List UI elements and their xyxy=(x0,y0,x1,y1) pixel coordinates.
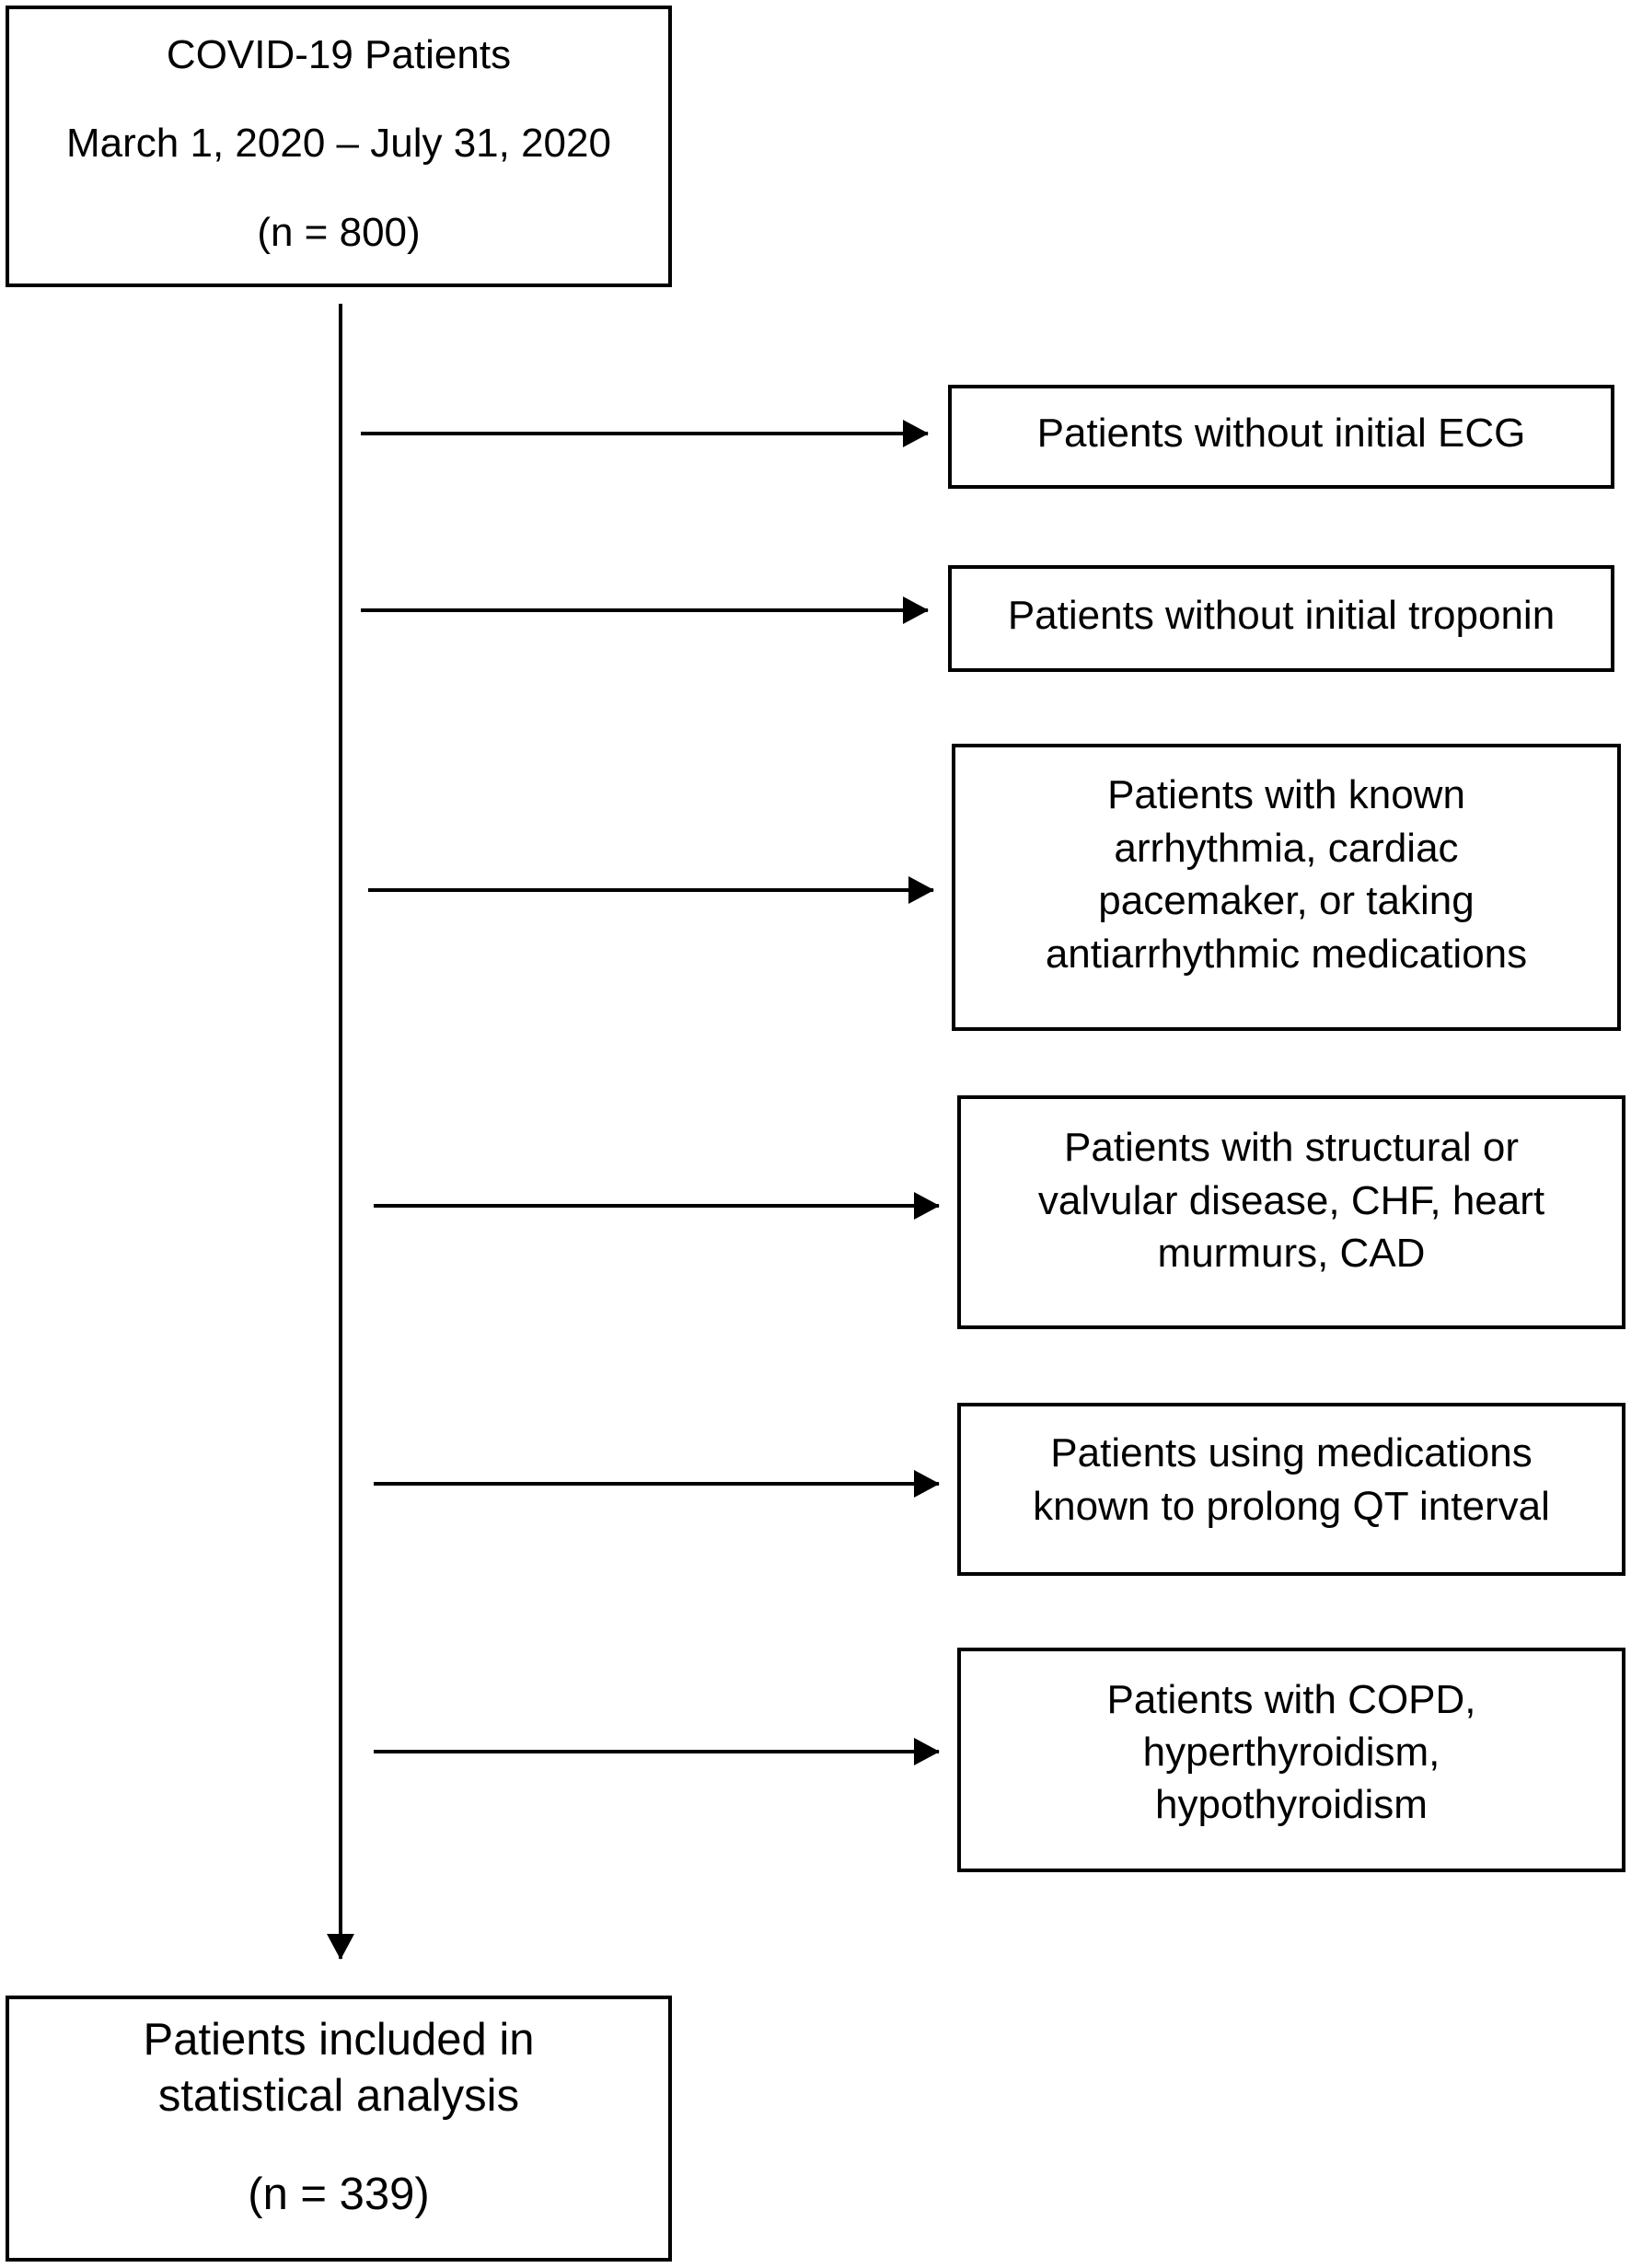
exclusion-text-line-2: arrhythmia, cardiac xyxy=(1114,826,1459,871)
start-period: March 1, 2020 – July 31, 2020 xyxy=(66,121,611,166)
exclusion-text-line-1: Patients with structural or xyxy=(1064,1125,1519,1170)
exclusion-box-no-ecg: Patients without initial ECG xyxy=(948,385,1614,489)
exclusion-text: Patients without initial troponin xyxy=(1007,593,1556,638)
start-title: COVID-19 Patients xyxy=(166,32,512,77)
start-count: (n = 800) xyxy=(257,210,421,255)
exclusion-text-line-1: Patients using medications xyxy=(1050,1430,1533,1475)
end-title-line-1: Patients included in xyxy=(143,2015,535,2065)
exclusion-box-qt-medications: Patients using medications known to prol… xyxy=(957,1403,1625,1576)
exclusion-text-line-3: pacemaker, or taking xyxy=(1098,878,1475,923)
exclusion-text-line-1: Patients with COPD, xyxy=(1106,1677,1476,1722)
exclusion-text-line-2: known to prolong QT interval xyxy=(1033,1484,1550,1529)
exclusion-text-line-3: murmurs, CAD xyxy=(1157,1231,1426,1276)
end-count: (n = 339) xyxy=(248,2170,430,2219)
exclusion-text: Patients without initial ECG xyxy=(1036,411,1526,456)
exclusion-box-thyroid: Patients with COPD, hyperthyroidism, hyp… xyxy=(957,1648,1625,1872)
exclusion-text-line-1: Patients with known xyxy=(1107,772,1465,817)
exclusion-box-arrhythmia: Patients with known arrhythmia, cardiac … xyxy=(952,744,1621,1031)
exclusion-text-line-3: hypothyroidism xyxy=(1155,1782,1428,1827)
exclusion-text-line-2: hyperthyroidism, xyxy=(1142,1730,1440,1775)
end-title-line-2: statistical analysis xyxy=(157,2071,520,2121)
start-box: COVID-19 Patients March 1, 2020 – July 3… xyxy=(6,6,672,287)
exclusion-box-no-troponin: Patients without initial troponin xyxy=(948,565,1614,672)
exclusion-text-line-4: antiarrhythmic medications xyxy=(1045,932,1528,977)
exclusion-text-line-2: valvular disease, CHF, heart xyxy=(1037,1178,1545,1223)
end-box: Patients included in statistical analysi… xyxy=(6,1996,672,2262)
exclusion-box-structural: Patients with structural or valvular dis… xyxy=(957,1095,1625,1329)
